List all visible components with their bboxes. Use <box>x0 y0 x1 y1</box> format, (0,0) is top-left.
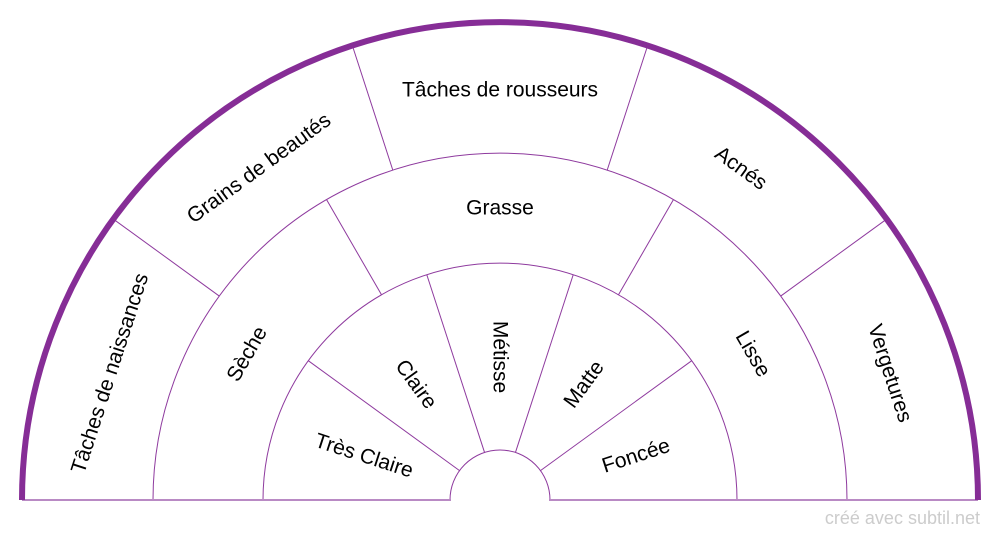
outer-border <box>19 19 981 501</box>
ring-arc <box>449 449 551 501</box>
segment-label-outer: Tâches de naissances <box>67 270 153 476</box>
watermark: créé avec subtil.net <box>824 508 980 528</box>
segment-label-outer: Vergetures <box>863 321 916 425</box>
segment-label-inner: Très Claire <box>312 429 416 482</box>
segment-label-middle: Grasse <box>466 197 534 220</box>
segment-label-inner: Matte <box>559 356 608 412</box>
segment-label-inner: Métisse <box>489 321 512 393</box>
segment-label-outer: Tâches de rousseurs <box>402 79 598 102</box>
segment-label-middle: Sèche <box>222 322 272 385</box>
segment-label-inner: Foncée <box>599 434 673 478</box>
segment-divider <box>618 199 674 296</box>
segment-divider <box>307 360 460 472</box>
ring-arc <box>262 262 738 501</box>
segment-divider <box>514 274 574 453</box>
segment-divider <box>326 199 382 296</box>
segment-label-middle: Lisse <box>731 327 775 381</box>
segment-divider <box>351 45 394 171</box>
segment-divider <box>112 218 220 297</box>
segment-label-outer: Acnés <box>711 142 772 195</box>
segment-divider <box>540 360 693 472</box>
segment-label-inner: Claire <box>391 355 442 413</box>
ring-arc <box>152 152 848 501</box>
segment-divider <box>780 218 888 297</box>
segment-divider <box>606 45 649 171</box>
segment-divider <box>426 274 486 453</box>
